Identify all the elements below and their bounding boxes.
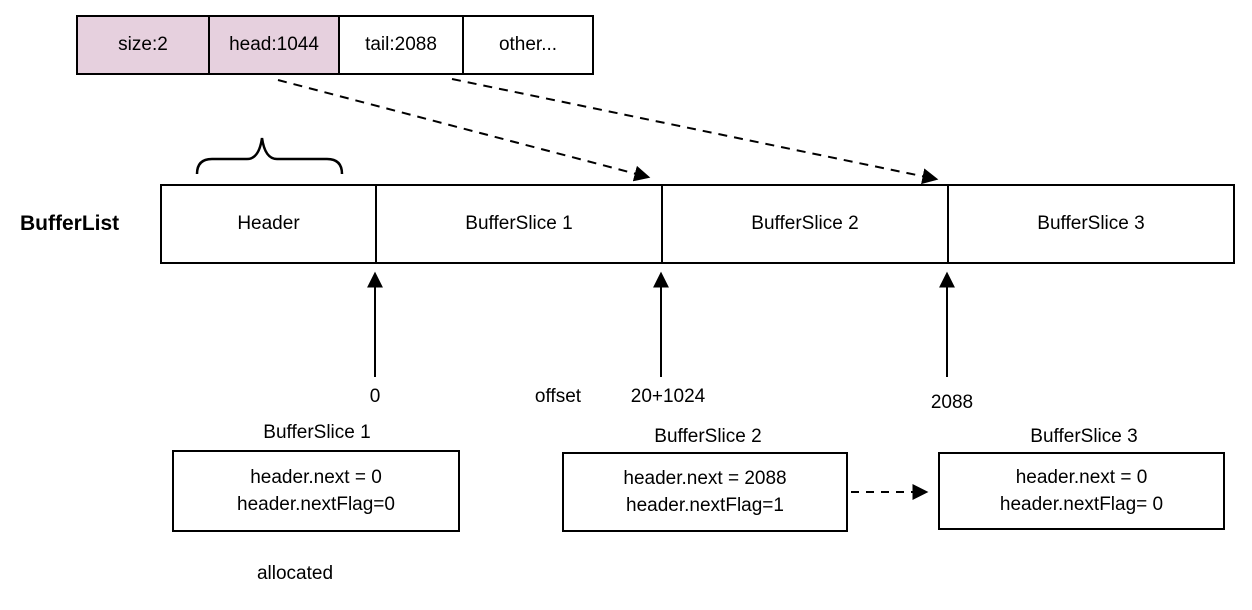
bar-segment-header-label: Header <box>237 213 300 234</box>
bar-segment-slice3: BufferSlice 3 <box>947 184 1235 264</box>
bar-segment-slice2: BufferSlice 2 <box>661 184 949 264</box>
slice3-line-next: header.next = 0 <box>1015 467 1148 488</box>
head-pointer-dashed-arrow-icon <box>277 79 651 182</box>
header-fields-table: size:2 head:1044 tail:2088 other... <box>76 15 594 75</box>
slice3-box-title: BufferSlice 3 <box>1030 426 1138 447</box>
slice3-line-nextflag: header.nextFlag= 0 <box>999 494 1164 515</box>
header-cell-head-label: head:1044 <box>229 34 319 55</box>
slice1-box: header.next = 0 header.nextFlag=0 <box>172 450 460 532</box>
slice2-box-title: BufferSlice 2 <box>654 426 762 447</box>
slice2-line-next: header.next = 2088 <box>623 468 787 489</box>
tail-pointer-dashed-arrow-icon <box>451 78 939 185</box>
bufferlist-title: BufferList <box>20 212 120 235</box>
bar-segment-slice1-label: BufferSlice 1 <box>465 213 573 234</box>
slice1-line-next: header.next = 0 <box>250 467 382 488</box>
bar-segment-slice3-label: BufferSlice 3 <box>1037 213 1145 234</box>
slice1-line-nextflag: header.nextFlag=0 <box>237 494 395 515</box>
slice1-box-title: BufferSlice 1 <box>263 422 371 443</box>
header-cell-other-label: other... <box>498 34 558 55</box>
slice3-box: header.next = 0 header.nextFlag= 0 <box>938 452 1225 530</box>
header-cell-other: other... <box>462 15 594 75</box>
header-cell-tail-label: tail:2088 <box>365 34 437 55</box>
header-cell-head: head:1044 <box>208 15 340 75</box>
bar-segment-slice1: BufferSlice 1 <box>375 184 663 264</box>
offset-caption: offset <box>534 386 582 407</box>
bar-segment-header: Header <box>160 184 377 264</box>
slice2-box: header.next = 2088 header.nextFlag=1 <box>562 452 848 532</box>
offset-value-0: 0 <box>369 386 381 407</box>
bufferlist-bar: Header BufferSlice 1 BufferSlice 2 Buffe… <box>160 184 1235 264</box>
slice2-line-nextflag: header.nextFlag=1 <box>626 495 784 516</box>
header-brace-icon <box>195 137 344 175</box>
offset-value-1044: 20+1024 <box>630 386 706 407</box>
offset-value-2088: 2088 <box>930 392 974 413</box>
bar-segment-slice2-label: BufferSlice 2 <box>751 213 859 234</box>
header-cell-size: size:2 <box>76 15 210 75</box>
header-cell-size-label: size:2 <box>118 34 168 55</box>
allocated-note: allocated <box>256 563 334 584</box>
header-cell-tail: tail:2088 <box>338 15 464 75</box>
